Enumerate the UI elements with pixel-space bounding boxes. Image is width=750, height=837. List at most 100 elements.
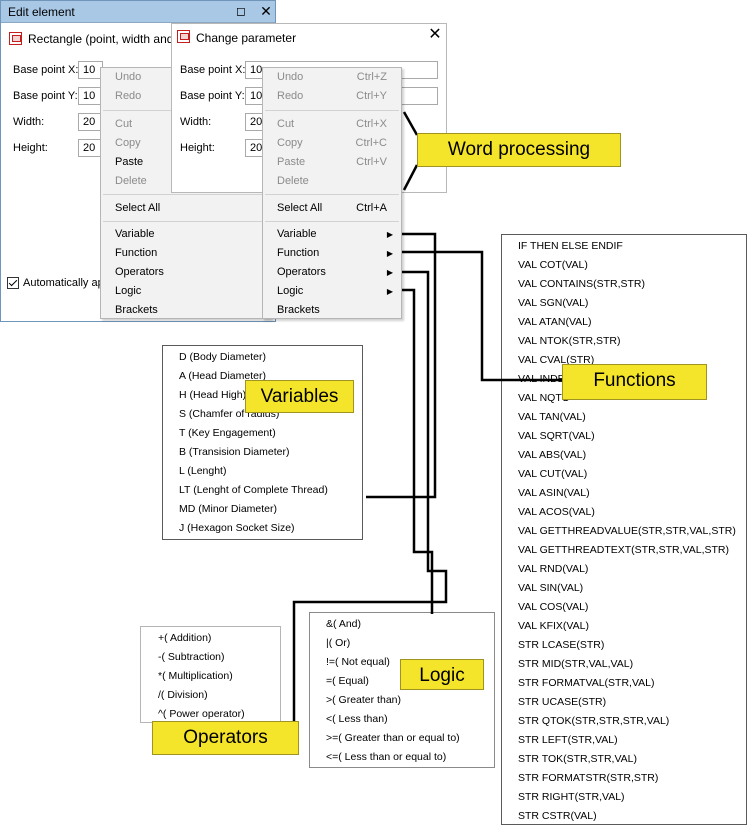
function-item[interactable]: VAL COS(VAL) xyxy=(518,601,589,613)
variable-item[interactable]: T (Key Engagement) xyxy=(179,427,276,439)
back-menu-logic[interactable]: Logic xyxy=(115,285,142,297)
function-item[interactable]: STR RIGHT(STR,VAL) xyxy=(518,791,625,803)
maximize-icon[interactable]: ◻ xyxy=(236,4,246,18)
function-item[interactable]: VAL TAN(VAL) xyxy=(518,411,586,423)
back-menu-redo[interactable]: Redo xyxy=(115,90,142,102)
function-item[interactable]: VAL CVAL(STR) xyxy=(518,354,595,366)
menu-separator xyxy=(265,194,399,195)
rectangle-header: Rectangle (point, width and hei xyxy=(28,32,173,46)
function-item[interactable]: STR UCASE(STR) xyxy=(518,696,607,708)
back-menu-copy[interactable]: Copy xyxy=(115,137,141,149)
function-item[interactable]: VAL RND(VAL) xyxy=(518,563,589,575)
titlebar-divider xyxy=(1,22,275,23)
function-item[interactable]: STR TOK(STR,STR,VAL) xyxy=(518,753,638,765)
function-item[interactable]: VAL CUT(VAL) xyxy=(518,468,588,480)
logic-item[interactable]: |( Or) xyxy=(326,637,351,649)
back-menu-select-all[interactable]: Select All xyxy=(115,202,161,214)
base-point-x-label: Base point X: xyxy=(180,64,246,76)
back-menu-brackets[interactable]: Brackets xyxy=(115,304,158,316)
connector-variables xyxy=(366,232,437,499)
change-parameter-title: Change parameter xyxy=(196,31,297,45)
function-item[interactable]: VAL GETTHREADVALUE(STR,STR,VAL,STR) xyxy=(518,525,736,537)
variable-item[interactable]: L (Lenght) xyxy=(179,465,227,477)
menu-item-delete[interactable]: Delete xyxy=(277,175,309,187)
function-item[interactable]: STR LEFT(STR,VAL) xyxy=(518,734,618,746)
back-menu-delete[interactable]: Delete xyxy=(115,175,147,187)
operator-item[interactable]: ^( Power operator) xyxy=(158,708,245,720)
logic-item[interactable]: >( Greater than) xyxy=(326,694,401,706)
logic-list: &( And) |( Or) !=( Not equal) =( Equal) … xyxy=(309,612,495,768)
operators-list: +( Addition) -( Subtraction) *( Multipli… xyxy=(140,626,281,723)
menu-item-operators[interactable]: Operators▶ xyxy=(263,263,401,282)
function-item[interactable]: STR MID(STR,VAL,VAL) xyxy=(518,658,634,670)
function-item[interactable]: STR CSTR(VAL) xyxy=(518,810,597,822)
function-item[interactable]: VAL SIN(VAL) xyxy=(518,582,584,594)
function-item[interactable]: STR FORMATVAL(STR,VAL) xyxy=(518,677,655,689)
logic-item[interactable]: <( Less than) xyxy=(326,713,388,725)
back-menu-undo[interactable]: Undo xyxy=(115,71,142,83)
back-menu-variable[interactable]: Variable xyxy=(115,228,155,240)
function-item[interactable]: VAL GETTHREADTEXT(STR,STR,VAL,STR) xyxy=(518,544,729,556)
function-item[interactable]: VAL ASIN(VAL) xyxy=(518,487,590,499)
back-menu-paste[interactable]: Paste xyxy=(115,156,144,168)
back-menu-separator xyxy=(103,221,268,222)
function-item[interactable]: STR QTOK(STR,STR,STR,VAL) xyxy=(518,715,670,727)
edit-element-titlebar[interactable]: Edit element ◻ ✕ xyxy=(1,1,275,22)
logic-item[interactable]: <=( Less than or equal to) xyxy=(326,751,447,763)
width-label: Width: xyxy=(13,116,45,128)
logic-item[interactable]: &( And) xyxy=(326,618,362,630)
menu-item-variable[interactable]: Variable▶ xyxy=(263,225,401,244)
back-menu-cut[interactable]: Cut xyxy=(115,118,133,130)
back-menu-function[interactable]: Function xyxy=(115,247,158,259)
width-label: Width: xyxy=(180,116,212,128)
height-input[interactable]: 20 xyxy=(245,139,265,157)
close-icon[interactable]: ✕ xyxy=(260,3,272,19)
logic-item[interactable]: >=( Greater than or equal to) xyxy=(326,732,460,744)
operator-item[interactable]: +( Addition) xyxy=(158,632,212,644)
variable-item[interactable]: H (Head High) xyxy=(179,389,247,401)
variable-item[interactable]: D (Body Diameter) xyxy=(179,351,266,363)
connector-word-processing xyxy=(402,111,419,136)
function-item[interactable]: STR LCASE(STR) xyxy=(518,639,605,651)
menu-item-brackets[interactable]: Brackets xyxy=(277,304,320,316)
logic-item[interactable]: =( Equal) xyxy=(326,675,369,687)
function-item[interactable]: VAL SGN(VAL) xyxy=(518,297,589,309)
function-item[interactable]: IF THEN ELSE ENDIF xyxy=(518,240,623,252)
variable-item[interactable]: J (Hexagon Socket Size) xyxy=(179,522,295,534)
auto-apply-checkbox[interactable] xyxy=(7,277,19,289)
operator-item[interactable]: -( Subtraction) xyxy=(158,651,225,663)
function-item[interactable]: STR FORMATSTR(STR,STR) xyxy=(518,772,659,784)
base-point-y-input[interactable]: 10 xyxy=(78,87,103,105)
function-item[interactable]: VAL CONTAINS(STR,STR) xyxy=(518,278,645,290)
operator-item[interactable]: *( Multiplication) xyxy=(158,670,233,682)
back-menu-operators[interactable]: Operators xyxy=(115,266,164,278)
callout-word-processing: Word processing xyxy=(417,133,621,167)
submenu-arrow-icon: ▶ xyxy=(386,230,393,239)
variable-item[interactable]: A (Head Diameter) xyxy=(179,370,266,382)
width-input[interactable]: 20 xyxy=(78,113,103,131)
close-icon[interactable]: ✕ xyxy=(428,26,442,43)
function-item[interactable]: VAL COT(VAL) xyxy=(518,259,588,271)
function-item[interactable]: VAL ABS(VAL) xyxy=(518,449,587,461)
menu-item-function[interactable]: Function▶ xyxy=(263,244,401,263)
function-item[interactable]: VAL NTOK(STR,STR) xyxy=(518,335,621,347)
function-item[interactable]: VAL ATAN(VAL) xyxy=(518,316,592,328)
function-item[interactable]: VAL SQRT(VAL) xyxy=(518,430,595,442)
function-item[interactable]: VAL KFIX(VAL) xyxy=(518,620,589,632)
variable-item[interactable]: LT (Lenght of Complete Thread) xyxy=(179,484,328,496)
menu-item-logic[interactable]: Logic▶ xyxy=(263,282,401,301)
connector-logic xyxy=(402,288,434,614)
operator-item[interactable]: /( Division) xyxy=(158,689,208,701)
connector-operators xyxy=(292,270,448,721)
variable-item[interactable]: MD (Minor Diameter) xyxy=(179,503,278,515)
function-item[interactable]: VAL NQTO xyxy=(518,392,570,404)
function-item[interactable]: VAL ACOS(VAL) xyxy=(518,506,595,518)
logic-item[interactable]: !=( Not equal) xyxy=(326,656,390,668)
variable-item[interactable]: B (Transision Diameter) xyxy=(179,446,290,458)
